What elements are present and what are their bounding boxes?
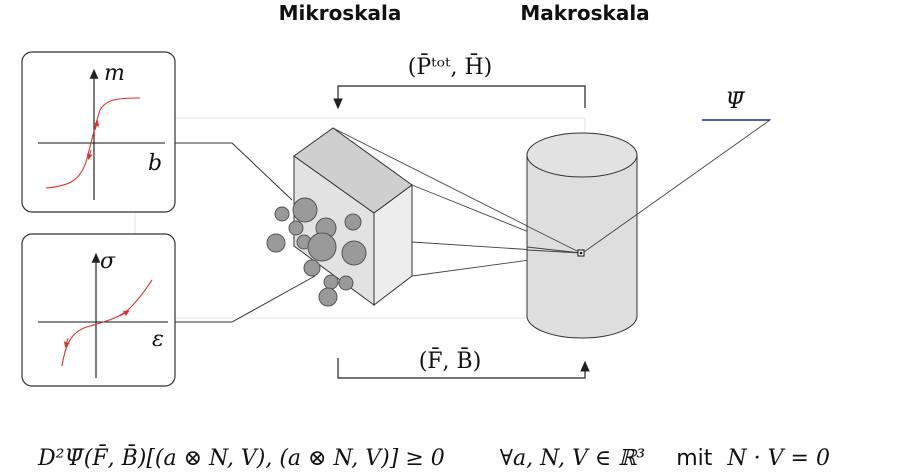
particle bbox=[341, 240, 367, 266]
bottom-input-arrow bbox=[337, 358, 590, 379]
particle bbox=[338, 275, 354, 291]
projection-lines-over bbox=[526, 225, 582, 254]
particle bbox=[266, 233, 286, 253]
top-arrow-label: (P̄ᵗᵒᵗ, H̄) bbox=[408, 53, 492, 80]
cylinder-body bbox=[526, 155, 638, 339]
micro-scale-heading: Mikroskala bbox=[279, 1, 402, 25]
cylinder-top bbox=[526, 132, 638, 178]
formula-condition: N · V = 0 bbox=[726, 446, 830, 471]
particle bbox=[274, 206, 290, 222]
psi-label: Ψ̄ bbox=[725, 89, 745, 114]
micro-cube bbox=[266, 127, 413, 307]
stress-strain-curve-panel: σ ε bbox=[21, 233, 176, 387]
top-feedback-arrow bbox=[333, 85, 586, 110]
particle bbox=[323, 274, 339, 290]
magnetization-x-label: b bbox=[148, 151, 162, 176]
particle bbox=[303, 259, 321, 277]
stress-strain-connector bbox=[175, 275, 316, 323]
particle bbox=[292, 197, 318, 223]
particle bbox=[344, 213, 362, 231]
formula-quantifier: ∀a, N, V ∈ ℝ³ bbox=[500, 446, 645, 471]
magnetization-curve bbox=[45, 97, 141, 189]
particle bbox=[307, 232, 337, 262]
projection-line bbox=[526, 249, 582, 254]
projection-line bbox=[526, 225, 582, 254]
macro-cylinder bbox=[526, 132, 638, 339]
convexity-formula: D²Ψ̄(F̄, B̄)[(a ⊗ N, V), (a ⊗ N, V)] ≥ 0… bbox=[37, 444, 830, 471]
magnetization-curve-arrow-up bbox=[93, 120, 100, 131]
stress-strain-arrow-down bbox=[63, 337, 70, 348]
macro-scale-heading: Makroskala bbox=[520, 1, 649, 25]
material-point-dot bbox=[579, 251, 583, 255]
stress-strain-arrow-up bbox=[119, 310, 130, 317]
stress-strain-curve bbox=[61, 279, 153, 367]
bottom-arrow-label: (F̄, B̄) bbox=[419, 347, 482, 374]
magnetization-box bbox=[21, 51, 176, 213]
stress-strain-x-label: ε bbox=[152, 327, 164, 352]
stress-strain-box bbox=[21, 233, 176, 387]
particle bbox=[318, 287, 338, 307]
projection-line bbox=[526, 246, 582, 254]
stress-strain-y-label: σ bbox=[100, 249, 116, 274]
magnetization-y-label: m bbox=[104, 61, 125, 86]
magnetization-connector bbox=[175, 142, 293, 201]
particle bbox=[288, 220, 304, 236]
formula-condition-word: mit bbox=[676, 446, 713, 471]
magnetization-curve-panel: m b bbox=[21, 51, 176, 213]
magnetization-curve-arrow-down bbox=[86, 149, 93, 160]
formula-expression: D²Ψ̄(F̄, B̄)[(a ⊗ N, V), (a ⊗ N, V)] ≥ 0 bbox=[37, 444, 445, 471]
